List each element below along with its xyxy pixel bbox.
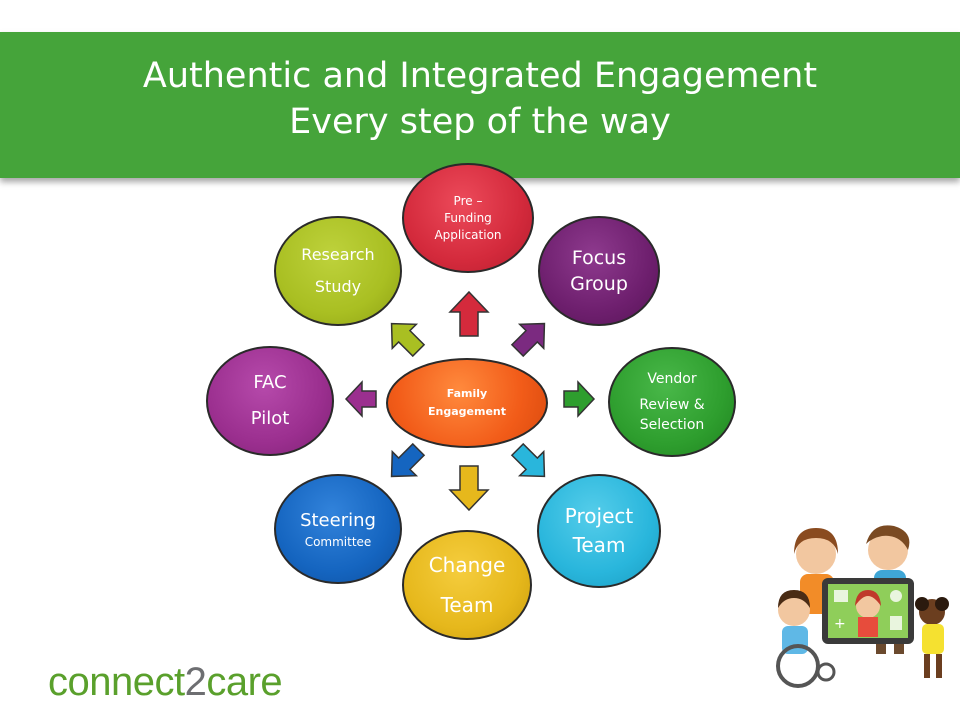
node-label: Funding xyxy=(444,210,492,225)
node-label: Selection xyxy=(639,417,705,433)
node-label: Team xyxy=(440,593,494,617)
node-change-team: Change Team xyxy=(402,530,532,640)
center-label-line-2: Engagement xyxy=(428,405,506,418)
node-project-team: Project Team xyxy=(537,474,661,588)
node-label: Group xyxy=(570,273,628,295)
node-label: Pre – xyxy=(453,193,483,208)
connect2care-logo: connect2care xyxy=(48,660,283,704)
slide-title-line-1: Authentic and Integrated Engagement xyxy=(142,56,818,96)
arrow-up-left-icon xyxy=(390,322,426,358)
arrow-down-icon xyxy=(448,465,490,512)
title-banner xyxy=(0,32,960,178)
arrow-right-icon xyxy=(563,380,596,418)
node-steering-committee: Steering Committee xyxy=(274,474,402,584)
node-label: Pilot xyxy=(250,408,290,429)
node-fac-pilot: FAC Pilot xyxy=(206,346,334,456)
node-vendor-review-selection: Vendor Review & Selection xyxy=(608,347,736,457)
arrow-up-icon xyxy=(448,290,490,337)
node-research-study: Research Study xyxy=(274,216,402,326)
node-label: Team xyxy=(572,533,626,557)
arrow-down-right-icon xyxy=(510,442,546,478)
node-label: Vendor xyxy=(647,371,697,387)
node-pre-funding-application: Pre – Funding Application xyxy=(402,163,534,273)
arrow-down-left-icon xyxy=(390,442,426,478)
node-label: Application xyxy=(434,227,502,242)
arrow-left-icon xyxy=(344,380,377,418)
svg-text:+: + xyxy=(834,616,846,632)
node-label: Change xyxy=(428,553,506,577)
node-label: Review & xyxy=(639,397,705,413)
node-label: Study xyxy=(314,277,362,296)
node-label: FAC xyxy=(253,372,287,393)
node-label: Focus xyxy=(571,247,627,269)
node-label: Project xyxy=(564,504,634,528)
node-focus-group: Focus Group xyxy=(538,216,660,326)
node-label: Committee xyxy=(304,535,372,549)
arrow-up-right-icon xyxy=(510,322,546,358)
slide-title-line-2: Every step of the way xyxy=(289,102,671,142)
kids-with-tablet-illustration: + xyxy=(776,525,949,688)
center-label-line-1: Family xyxy=(446,387,488,400)
center-node-family-engagement: Family Engagement xyxy=(386,358,548,448)
node-label: Steering xyxy=(300,510,376,531)
node-label: Research xyxy=(301,245,375,264)
